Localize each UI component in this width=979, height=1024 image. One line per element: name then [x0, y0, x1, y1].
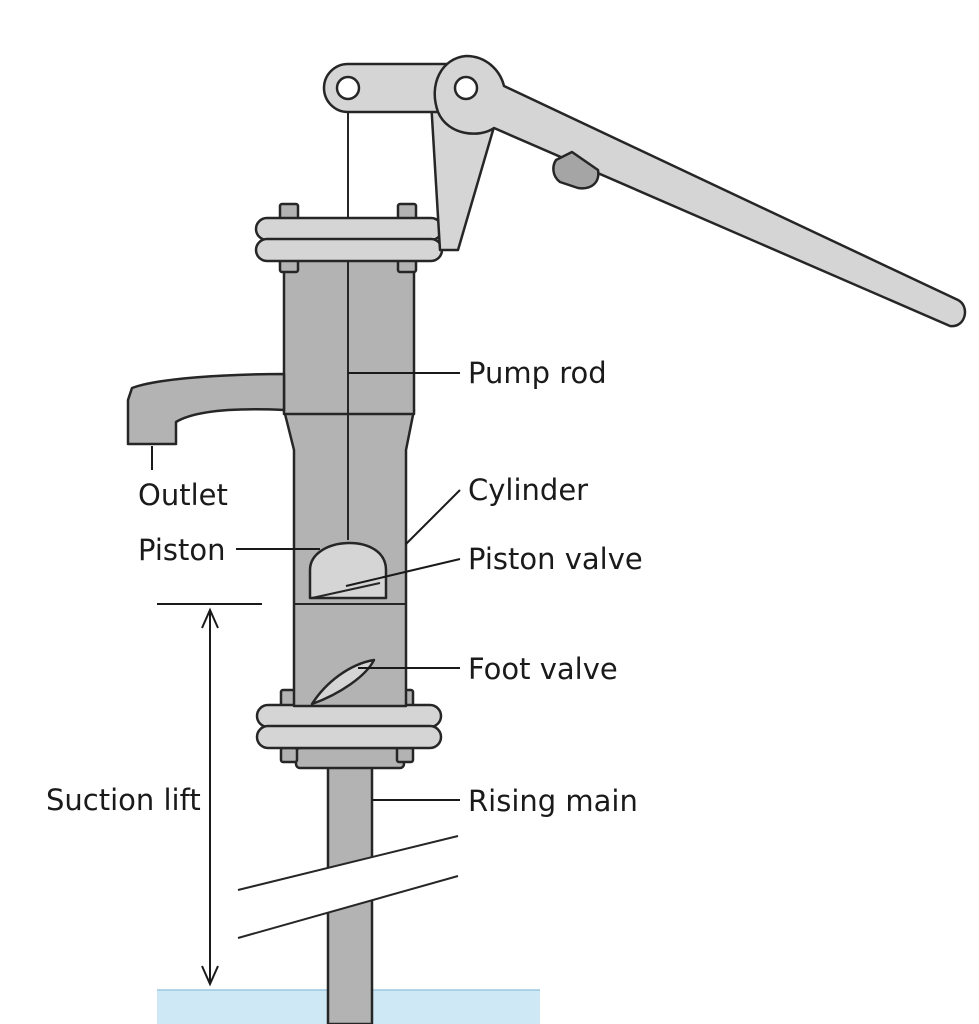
label-piston-valve: Piston valve: [468, 542, 643, 576]
foot-valve-flap: [310, 658, 376, 706]
suction-lift-dimension: [157, 603, 262, 987]
label-piston: Piston: [138, 533, 226, 567]
top-flange: [254, 202, 444, 274]
label-cylinder: Cylinder: [468, 473, 588, 507]
handle-stop: [552, 150, 600, 190]
connecting-link: [322, 62, 468, 114]
label-suction-lift: Suction lift: [46, 783, 201, 817]
piston-valve-flap: [311, 582, 381, 599]
piston: [308, 541, 388, 600]
link-pivot-hole: [335, 75, 361, 101]
pump-handle: [433, 54, 967, 328]
label-rising-main: Rising main: [468, 784, 638, 818]
label-pump-rod: Pump rod: [468, 356, 607, 390]
piston-valve-leader: [345, 558, 461, 587]
label-foot-valve: Foot valve: [468, 652, 618, 686]
label-outlet: Outlet: [138, 478, 228, 512]
cylinder-leader: [405, 489, 461, 545]
bottom-flange: [255, 688, 443, 770]
handle-pivot-hole: [453, 75, 479, 101]
outlet-spout: [126, 372, 286, 446]
ground-break-lines: [237, 835, 459, 939]
